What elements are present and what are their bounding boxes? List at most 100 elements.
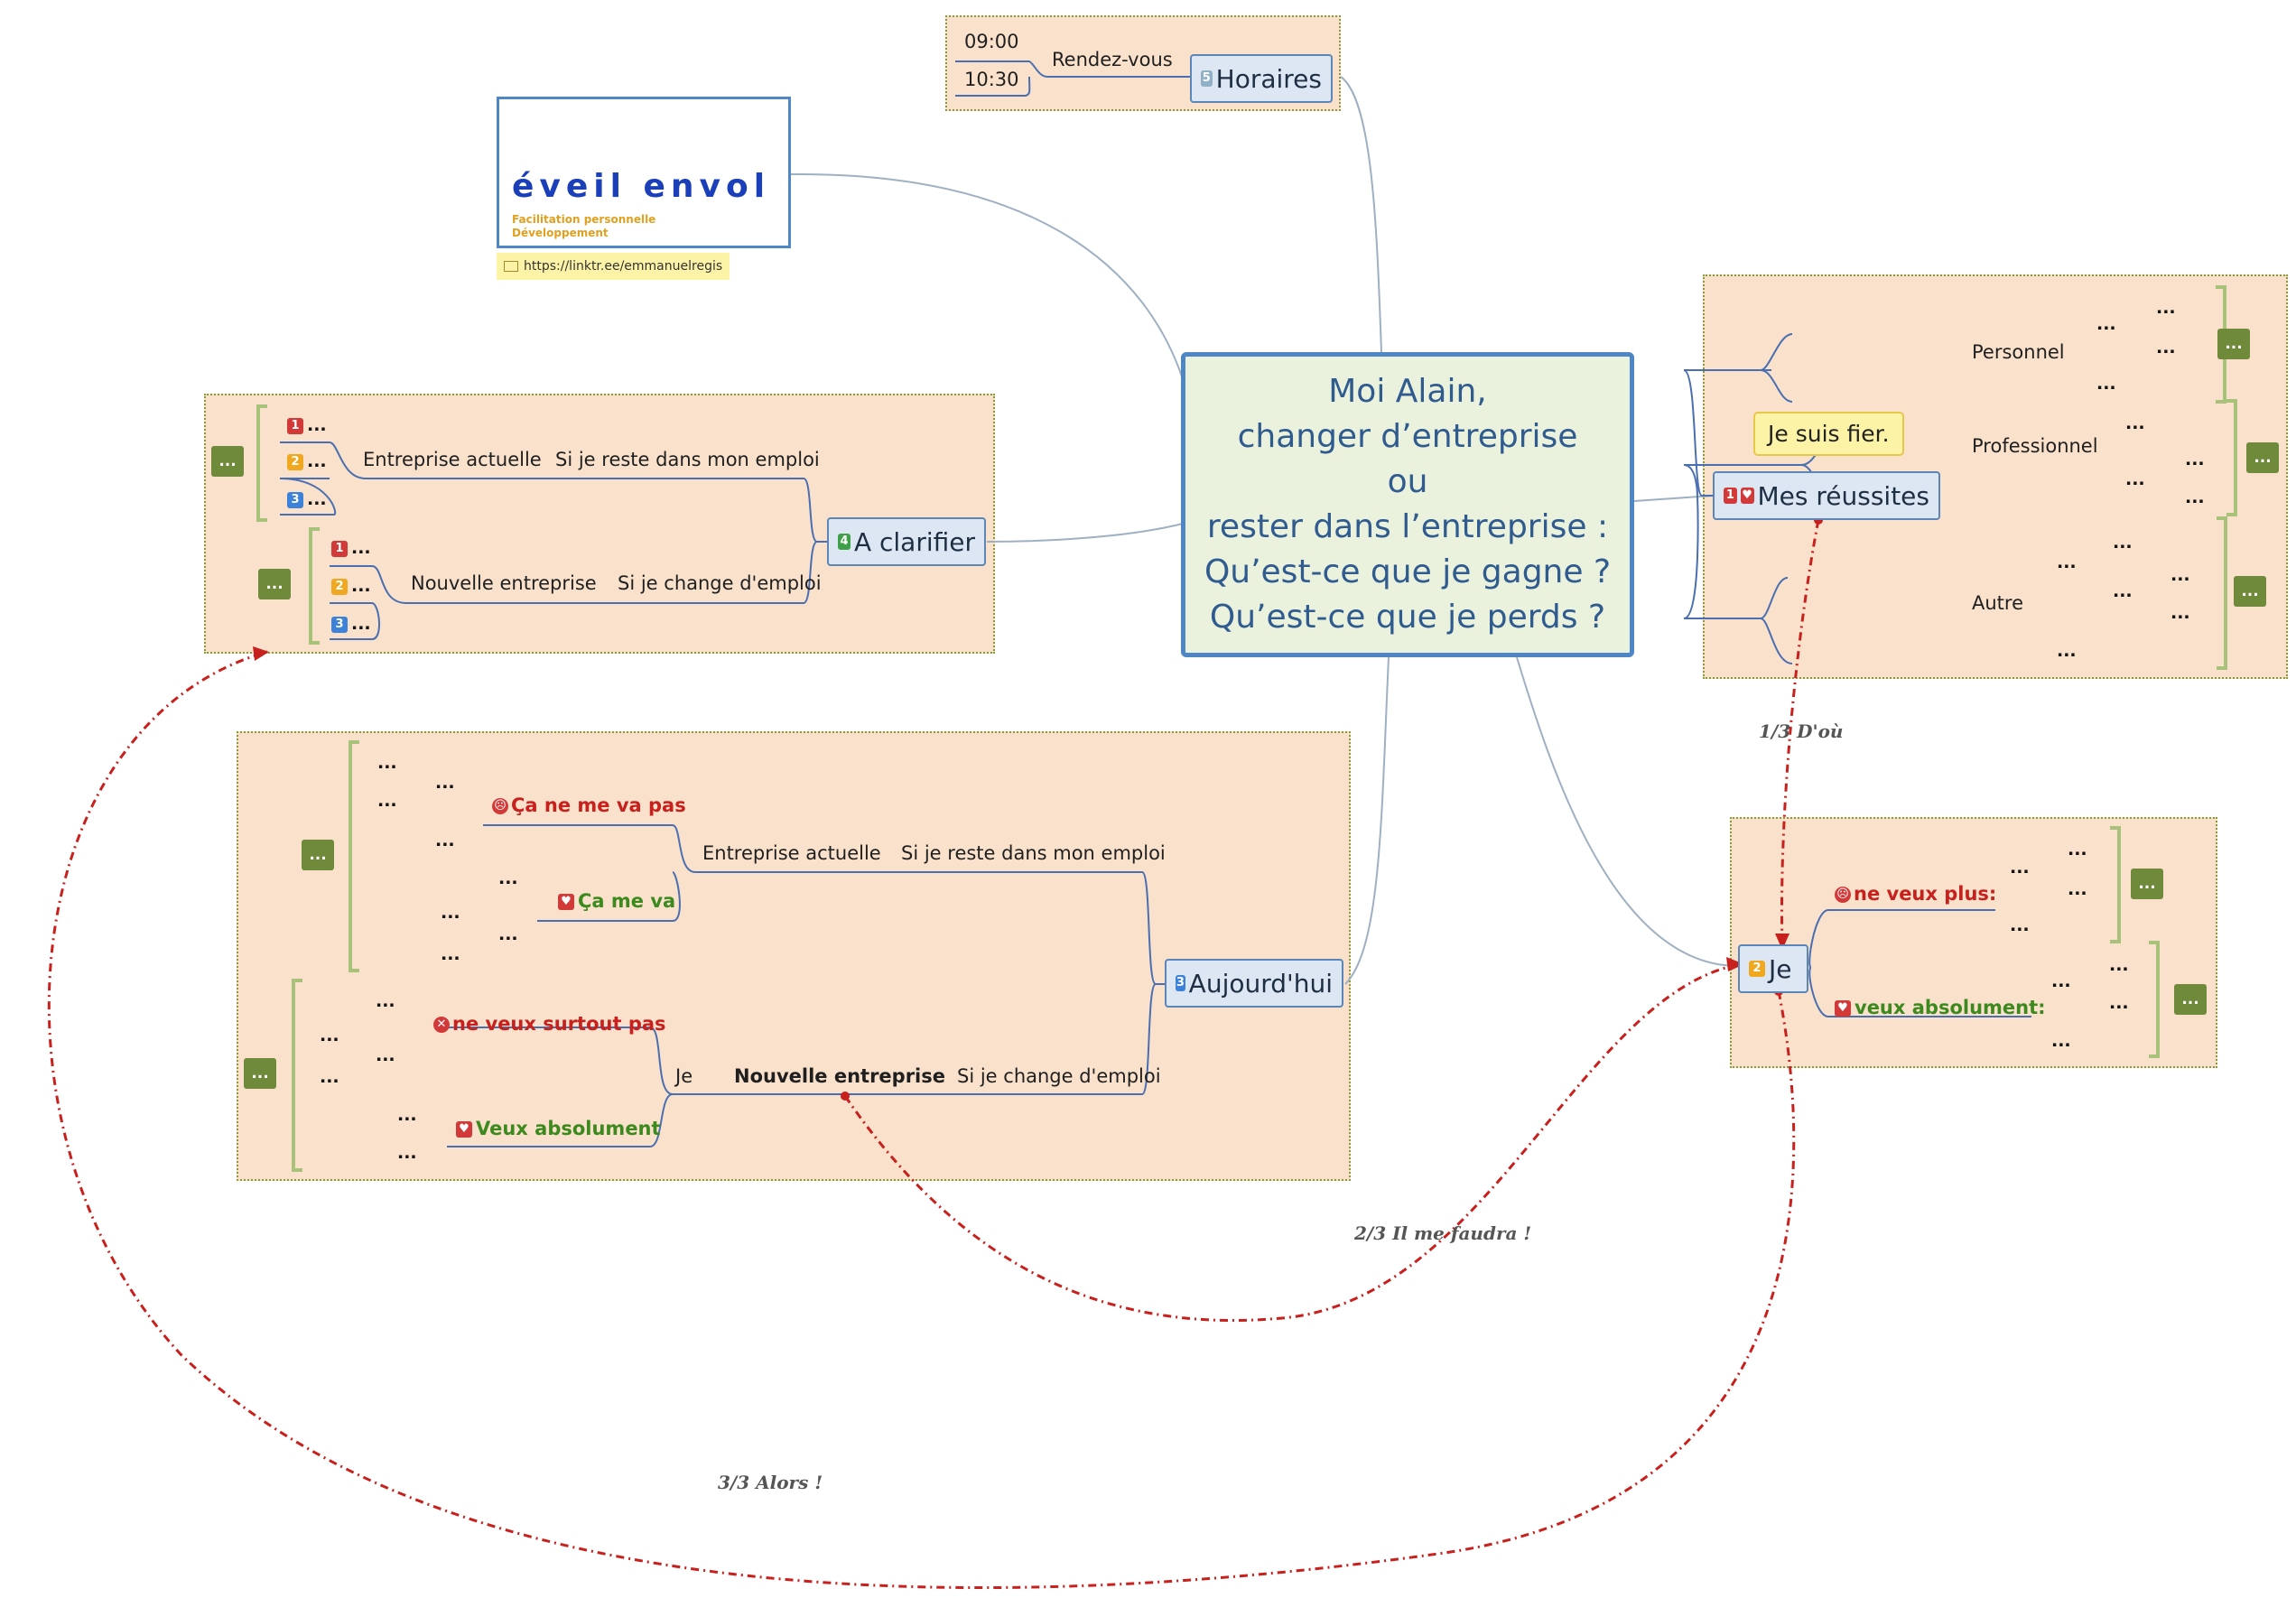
- aujourdhui-change[interactable]: Si je change d'emploi: [957, 1065, 1161, 1087]
- priority-4-badge: 4: [838, 534, 851, 550]
- je-ne-veux-plus[interactable]: ☹ne veux plus:: [1835, 883, 1996, 905]
- summary-box[interactable]: ...: [2234, 576, 2266, 607]
- reussites-dots[interactable]: ...: [2113, 533, 2133, 553]
- logo-link[interactable]: https://linktr.ee/emmanuelregis: [497, 253, 730, 280]
- reussites-dots[interactable]: ...: [2185, 488, 2205, 507]
- aujourdhui-absolument[interactable]: ♥Veux absolument: [456, 1118, 661, 1139]
- reussites-dots[interactable]: ...: [2057, 641, 2077, 661]
- aujourdhui-reste[interactable]: Si je reste dans mon emploi: [901, 842, 1166, 864]
- summary-box[interactable]: ...: [2217, 329, 2250, 359]
- aujourdhui-dots[interactable]: ...: [441, 903, 460, 923]
- aclarifier-actuelle[interactable]: Entreprise actuelle: [363, 449, 542, 470]
- aclarifier-item-1[interactable]: 1...: [287, 415, 327, 435]
- summary-box[interactable]: ...: [2246, 442, 2279, 473]
- aujourdhui-pas[interactable]: ☹Ça ne me va pas: [492, 794, 686, 816]
- reussites-dots[interactable]: ...: [2125, 469, 2145, 489]
- aujourdhui-nouvelle[interactable]: Nouvelle entreprise: [734, 1065, 945, 1087]
- reussites-personnel[interactable]: Personnel: [1972, 341, 2065, 363]
- reussites-dots[interactable]: ...: [2096, 374, 2116, 394]
- callout-fier[interactable]: Je suis fier.: [1753, 412, 1904, 456]
- logo-tagline-2: Développement: [512, 227, 609, 239]
- relation-label-2[interactable]: 2/3 Il me faudra !: [1354, 1222, 1532, 1244]
- summary-box[interactable]: ...: [244, 1058, 276, 1089]
- aujourdhui-surtout[interactable]: ✕ne veux surtout pas: [433, 1013, 666, 1035]
- aujourdhui-dots[interactable]: ...: [376, 1045, 395, 1065]
- aujourdhui-dots[interactable]: ...: [498, 924, 518, 944]
- aujourdhui-dots[interactable]: ...: [320, 1026, 339, 1045]
- summary-box[interactable]: ...: [2131, 869, 2163, 899]
- aujourdhui-dots[interactable]: ...: [320, 1067, 339, 1087]
- aujourdhui-va[interactable]: ♥Ça me va: [558, 890, 675, 912]
- aujourdhui-dots[interactable]: ...: [397, 1143, 417, 1163]
- reussites-dots[interactable]: ...: [2171, 603, 2190, 623]
- summary-box[interactable]: ...: [258, 569, 291, 599]
- topic-je[interactable]: 2 Je: [1738, 944, 1808, 993]
- central-topic-text: Moi Alain, changer d’entreprise ou reste…: [1204, 373, 1612, 636]
- reussites-dots[interactable]: ...: [2096, 314, 2116, 334]
- priority-3-badge: 3: [287, 491, 303, 508]
- je-dots[interactable]: ...: [2068, 879, 2087, 899]
- logo-brand: éveil envol: [512, 168, 771, 205]
- reussites-dots[interactable]: ...: [2185, 450, 2205, 469]
- priority-5-badge: 5: [1201, 70, 1213, 87]
- logo: éveil envol Facilitation personnelle Dév…: [497, 97, 791, 248]
- reussites-dots[interactable]: ...: [2171, 565, 2190, 585]
- heart-icon: ♥: [558, 894, 574, 910]
- relation-label-1[interactable]: 1/3 D'où: [1759, 720, 1844, 742]
- aujourdhui-dots[interactable]: ...: [397, 1105, 417, 1125]
- priority-2-badge: 2: [1749, 961, 1765, 977]
- aujourdhui-dots[interactable]: ...: [376, 991, 395, 1011]
- je-dots[interactable]: ...: [2051, 1031, 2071, 1051]
- aclarifier-change[interactable]: Si je change d'emploi: [618, 572, 822, 594]
- je-dots[interactable]: ...: [2051, 971, 2071, 991]
- priority-2-badge: 2: [287, 453, 303, 470]
- topic-a-clarifier[interactable]: 4 A clarifier: [827, 517, 986, 566]
- aujourdhui-dots[interactable]: ...: [441, 944, 460, 964]
- reussites-professionnel[interactable]: Professionnel: [1972, 435, 2098, 457]
- reussites-dots[interactable]: ...: [2156, 338, 2176, 358]
- aclarifier-reste[interactable]: Si je reste dans mon emploi: [555, 449, 820, 470]
- aujourdhui-je[interactable]: Je: [675, 1065, 693, 1087]
- reussites-dots[interactable]: ...: [2125, 413, 2145, 433]
- reussites-autre[interactable]: Autre: [1972, 592, 2024, 614]
- aclarifier-item-2[interactable]: 2...: [287, 451, 327, 471]
- topic-aujourdhui[interactable]: 3 Aujourd'hui: [1165, 959, 1343, 1008]
- je-dots[interactable]: ...: [2010, 915, 2030, 935]
- heart-icon: ♥: [1740, 488, 1754, 504]
- aujourdhui-dots[interactable]: ...: [377, 791, 397, 811]
- central-topic[interactable]: Moi Alain, changer d’entreprise ou reste…: [1181, 352, 1634, 657]
- aujourdhui-dots[interactable]: ...: [498, 869, 518, 888]
- aclarifier-nouvelle[interactable]: Nouvelle entreprise: [411, 572, 597, 594]
- summary-box[interactable]: ...: [211, 446, 244, 477]
- aujourdhui-dots[interactable]: ...: [435, 831, 455, 850]
- aclarifier-item-4[interactable]: 1...: [331, 538, 371, 558]
- aclarifier-item-3[interactable]: 3...: [287, 489, 327, 509]
- logo-tagline-1: Facilitation personnelle: [512, 213, 656, 226]
- priority-3-badge: 3: [331, 616, 348, 633]
- reussites-dots[interactable]: ...: [2057, 553, 2077, 572]
- reussites-dots[interactable]: ...: [2156, 298, 2176, 318]
- je-dots[interactable]: ...: [2109, 955, 2129, 975]
- summary-box[interactable]: ...: [2174, 984, 2207, 1015]
- aclarifier-item-6[interactable]: 3...: [331, 614, 371, 634]
- priority-1-badge: 1: [287, 417, 303, 434]
- aujourdhui-dots[interactable]: ...: [435, 773, 455, 793]
- topic-mes-reussites[interactable]: 1 ♥ Mes réussites: [1713, 471, 1940, 520]
- horaires-time-2[interactable]: 10:30: [964, 69, 1019, 90]
- sad-face-icon: ☹: [492, 798, 508, 814]
- aujourdhui-actuelle[interactable]: Entreprise actuelle: [702, 842, 881, 864]
- je-dots[interactable]: ...: [2068, 840, 2087, 859]
- cross-icon: ✕: [433, 1017, 450, 1033]
- priority-2-badge: 2: [331, 578, 348, 595]
- je-veux-absolument[interactable]: ♥veux absolument:: [1835, 997, 2046, 1018]
- topic-horaires[interactable]: 5 Horaires: [1190, 54, 1333, 103]
- je-dots[interactable]: ...: [2109, 993, 2129, 1013]
- relation-label-3[interactable]: 3/3 Alors !: [718, 1472, 823, 1493]
- horaires-rdv[interactable]: Rendez-vous: [1052, 49, 1173, 70]
- je-dots[interactable]: ...: [2010, 858, 2030, 878]
- aclarifier-item-5[interactable]: 2...: [331, 576, 371, 596]
- horaires-time-1[interactable]: 09:00: [964, 31, 1019, 52]
- summary-box[interactable]: ...: [302, 840, 334, 870]
- aujourdhui-dots[interactable]: ...: [377, 753, 397, 773]
- reussites-dots[interactable]: ...: [2113, 581, 2133, 601]
